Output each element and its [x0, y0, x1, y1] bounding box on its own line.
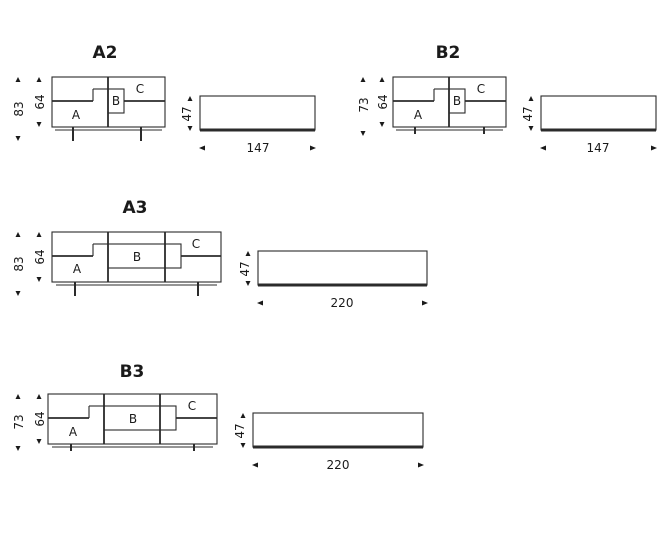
module-b2-top-view: [540, 95, 657, 132]
module-b3-total-height-dimension: 73: [12, 394, 26, 451]
module-b3-label-a: A: [69, 425, 78, 439]
module-b3: B3 73 64 A B C: [12, 362, 424, 472]
module-b2-title: B2: [436, 43, 461, 63]
module-b3-total-height-value: 73: [12, 414, 26, 429]
module-b3-body-height-dimension: 64: [33, 394, 47, 444]
module-a3-total-height-value: 83: [12, 256, 26, 271]
module-b2-total-height-value: 73: [357, 97, 371, 112]
module-a3-top-view: [257, 250, 428, 287]
module-b2-front-view: A B C: [392, 76, 507, 134]
module-a3-label-a: A: [73, 262, 82, 276]
module-b3-width-value: 220: [327, 458, 350, 472]
module-a2: A2 83 64 A B C: [12, 43, 316, 155]
module-a3-width-dimension: 220: [257, 296, 428, 310]
module-a3-title: A3: [123, 198, 148, 218]
module-b3-body-height-value: 64: [33, 411, 47, 426]
module-b2-width-value: 147: [587, 141, 610, 155]
module-b3-width-dimension: 220: [252, 458, 424, 472]
module-a2-body-height-dimension: 64: [33, 77, 47, 127]
module-a3-depth-value: 47: [238, 261, 252, 276]
module-a3-depth-dimension: 47: [238, 251, 252, 286]
module-b3-depth-dimension: 47: [233, 413, 247, 448]
module-a3-width-value: 220: [331, 296, 354, 310]
module-b2-body-height-value: 64: [376, 94, 390, 109]
module-a3-body-height-value: 64: [33, 249, 47, 264]
module-b2-depth-dimension: 47: [521, 96, 535, 131]
module-a3-total-height-dimension: 83: [12, 232, 26, 296]
module-b3-depth-value: 47: [233, 423, 247, 438]
module-b2-body-height-dimension: 64: [376, 77, 390, 127]
module-b2-label-b: B: [453, 94, 461, 108]
module-b2-label-a: A: [414, 108, 423, 122]
module-a2-total-height-dimension: 83: [12, 77, 26, 141]
module-b3-top-view: [252, 412, 424, 449]
module-a2-depth-value: 47: [180, 106, 194, 121]
module-a2-label-c: C: [136, 82, 144, 96]
module-b2: B2 73 64 A B C: [357, 43, 657, 155]
module-a2-total-height-value: 83: [12, 101, 26, 116]
module-b3-label-c: C: [188, 399, 196, 413]
module-b3-title: B3: [120, 362, 145, 382]
module-a3-body-height-dimension: 64: [33, 232, 47, 282]
module-b2-total-height-dimension: 73: [357, 77, 371, 136]
module-a2-label-b: B: [112, 94, 120, 108]
module-a2-width-dimension: 147: [199, 141, 316, 155]
module-b3-front-view: A B C: [47, 393, 218, 451]
module-a2-depth-dimension: 47: [180, 96, 194, 131]
module-a2-top-view: [199, 95, 316, 132]
module-b3-label-b: B: [129, 412, 137, 426]
module-a2-width-value: 147: [247, 141, 270, 155]
module-b2-depth-value: 47: [521, 106, 535, 121]
module-a3-label-b: B: [133, 250, 141, 264]
module-a3-label-c: C: [192, 237, 200, 251]
module-a3-front-view: A B C: [51, 231, 222, 296]
module-a2-front-view: A B C: [51, 76, 166, 141]
module-a2-title: A2: [93, 43, 118, 63]
module-a3: A3 83 64 A B C: [12, 198, 428, 310]
module-a2-label-a: A: [72, 108, 81, 122]
module-b2-label-c: C: [477, 82, 485, 96]
module-a2-body-height-value: 64: [33, 94, 47, 109]
module-b2-width-dimension: 147: [540, 141, 657, 155]
